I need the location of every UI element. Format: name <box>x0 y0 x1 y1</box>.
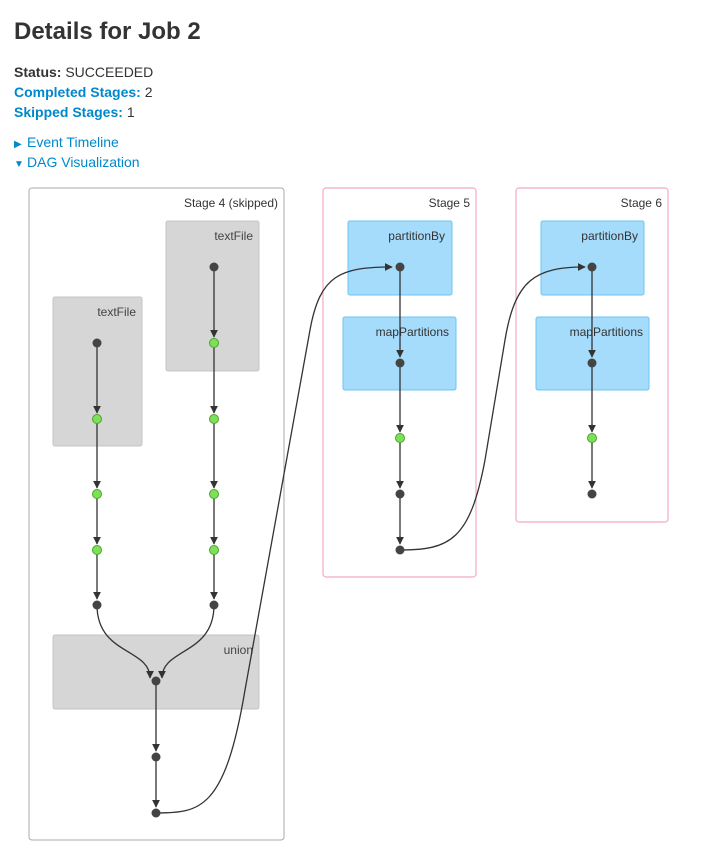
rdd-node[interactable] <box>587 262 597 272</box>
status-value: SUCCEEDED <box>65 64 154 80</box>
rdd-node[interactable] <box>209 262 219 272</box>
cached-rdd-node[interactable] <box>209 545 219 555</box>
event-timeline-label: Event Timeline <box>27 134 119 150</box>
caret-right-icon: ▶ <box>14 139 22 150</box>
cached-rdd-node[interactable] <box>587 433 597 443</box>
cluster-textfile-right-label: textFile <box>214 229 253 243</box>
rdd-node[interactable] <box>587 489 597 499</box>
status-label: Status: <box>14 64 62 80</box>
dag-edge <box>158 604 215 679</box>
dag-edge <box>399 263 586 551</box>
cluster-mappartitions-stage6-label: mapPartitions <box>570 325 643 339</box>
cluster-textfile-right[interactable]: textFile <box>165 220 260 372</box>
cluster-mappartitions-stage5-label: mapPartitions <box>376 325 449 339</box>
dag-edge <box>96 604 154 679</box>
cached-rdd-node[interactable] <box>209 489 219 499</box>
cached-rdd-node[interactable] <box>209 414 219 424</box>
dag-visualization-label: DAG Visualization <box>27 154 140 170</box>
dag-edge <box>155 263 393 814</box>
event-timeline-toggle[interactable]: ▶ Event Timeline <box>14 132 119 155</box>
cached-rdd-node[interactable] <box>209 338 219 348</box>
page-title: Details for Job 2 <box>14 18 201 45</box>
cached-rdd-node[interactable] <box>395 433 405 443</box>
stage-5-label: Stage 5 <box>429 196 471 210</box>
rdd-node[interactable] <box>587 358 597 368</box>
rdd-node[interactable] <box>395 545 405 555</box>
completed-stages-link[interactable]: Completed Stages: <box>14 84 141 100</box>
rdd-node[interactable] <box>151 808 161 818</box>
cached-rdd-node[interactable] <box>92 489 102 499</box>
cluster-union-label: union <box>224 643 253 657</box>
rdd-node[interactable] <box>92 338 102 348</box>
cluster-partitionby-stage6[interactable]: partitionBy <box>540 220 645 296</box>
rdd-node[interactable] <box>151 752 161 762</box>
cluster-partitionby-stage5[interactable]: partitionBy <box>347 220 453 296</box>
rdd-node[interactable] <box>395 358 405 368</box>
skipped-stages-row: Skipped Stages: 1 <box>14 102 135 122</box>
skipped-stages-value: 1 <box>126 104 135 120</box>
stage-4-label: Stage 4 (skipped) <box>184 196 278 210</box>
rdd-node[interactable] <box>395 262 405 272</box>
cluster-textfile-left-label: textFile <box>97 305 136 319</box>
rdd-node[interactable] <box>395 489 405 499</box>
status-row: Status: SUCCEEDED <box>14 62 153 82</box>
rdd-node[interactable] <box>151 676 161 686</box>
dag-edges <box>93 263 596 814</box>
cluster-partitionby-stage6-label: partitionBy <box>581 229 638 243</box>
dag-nodes <box>92 262 597 818</box>
cached-rdd-node[interactable] <box>92 414 102 424</box>
cluster-partitionby-stage5-label: partitionBy <box>388 229 445 243</box>
dag-visualization-toggle[interactable]: ▼DAG Visualization <box>14 152 140 175</box>
rdd-node[interactable] <box>92 600 102 610</box>
caret-down-icon: ▼ <box>14 159 24 170</box>
cached-rdd-node[interactable] <box>92 545 102 555</box>
rdd-node[interactable] <box>209 600 219 610</box>
completed-stages-row: Completed Stages: 2 <box>14 82 153 102</box>
stage-6-label: Stage 6 <box>621 196 663 210</box>
skipped-stages-link[interactable]: Skipped Stages: <box>14 104 123 120</box>
completed-stages-value: 2 <box>144 84 153 100</box>
